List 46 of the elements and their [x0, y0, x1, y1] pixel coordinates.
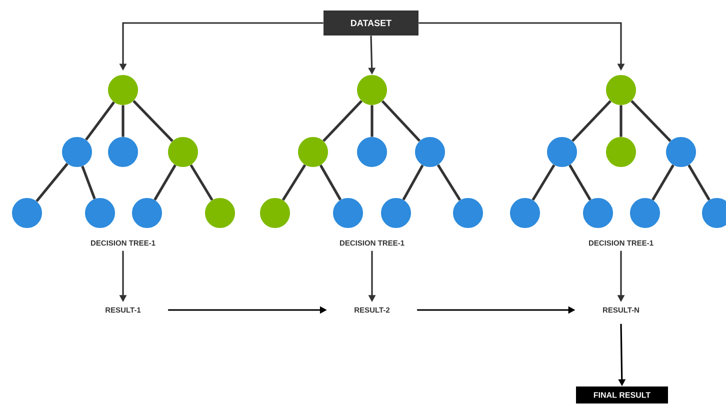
tree-node-circle [260, 198, 290, 228]
dataset-box: DATASET [324, 10, 418, 36]
tree-node-circle [357, 137, 387, 167]
tree-branch [652, 164, 674, 201]
tree-node-circle [168, 137, 198, 167]
tree-node-circle [62, 137, 92, 167]
tree-branch [381, 100, 421, 142]
tree-node-circle [132, 198, 162, 228]
tree-branch [370, 105, 374, 137]
tree-branch [154, 164, 176, 201]
tree-node-circle [510, 198, 540, 228]
tree-branch [572, 100, 612, 142]
final-result-box: FINAL RESULT [576, 386, 668, 404]
tree-branch [81, 166, 96, 200]
tree-node-circle [12, 198, 42, 228]
tree-branch [122, 105, 124, 137]
tree-node-circle [606, 137, 636, 167]
tree-branch [322, 100, 362, 142]
tree-branch [36, 162, 68, 202]
tree-branch [319, 164, 342, 200]
tree-branch [190, 164, 214, 201]
tree-node-circle [108, 137, 138, 167]
tree-node-circle [583, 198, 613, 228]
tree-branch [436, 164, 462, 201]
tree-branch [132, 100, 174, 142]
tree-branch [282, 164, 306, 201]
tree-node-circle [606, 75, 636, 105]
tree-node-circle [630, 198, 660, 228]
tree-node-circle [298, 137, 328, 167]
tree-node-circle [453, 198, 483, 228]
tree-node-circle [381, 198, 411, 228]
tree-branch [85, 101, 115, 141]
tree-node-circle [415, 137, 445, 167]
tree-branch [688, 164, 710, 201]
tree-node-circle [333, 198, 363, 228]
tree-node-circle [205, 198, 235, 228]
tree-node-circle [108, 75, 138, 105]
tree-branch [532, 164, 556, 201]
tree-branch [620, 105, 622, 137]
tree-branch [630, 100, 672, 142]
tree-node-circle [85, 198, 115, 228]
tree-node-circle [666, 137, 696, 167]
tree-branch [402, 164, 424, 200]
tree-node-circle [547, 137, 577, 167]
tree-branch [568, 164, 592, 201]
tree-node-circle [357, 75, 387, 105]
